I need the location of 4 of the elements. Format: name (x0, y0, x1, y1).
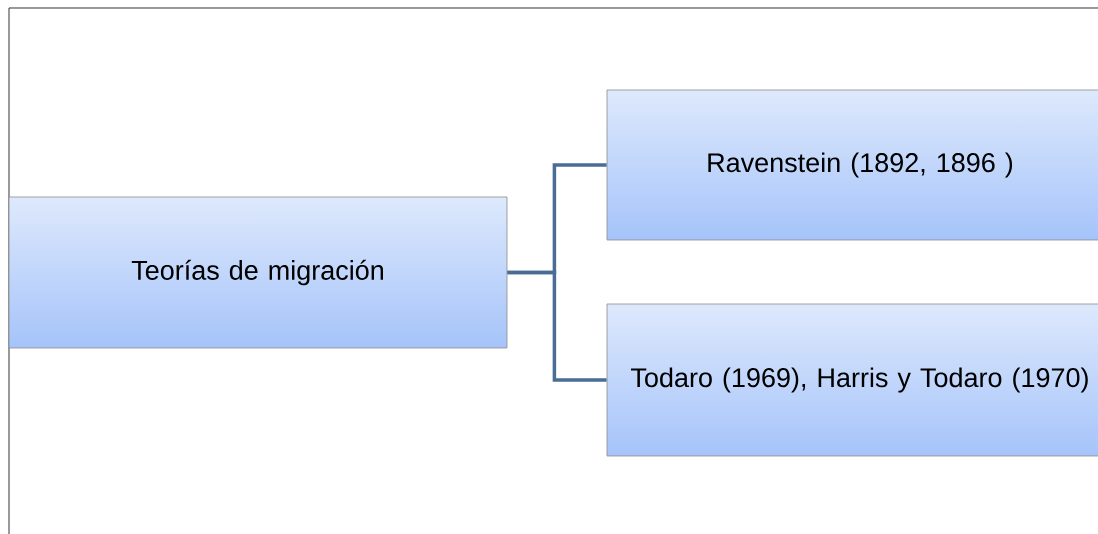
box: Todaro (1969), Harris y Todaro (1970) (606, 303, 1098, 457)
box: Ravenstein (1892, 1896 ) (606, 89, 1098, 241)
connector (507, 270, 607, 382)
box: Teorías de migración (8, 196, 508, 349)
